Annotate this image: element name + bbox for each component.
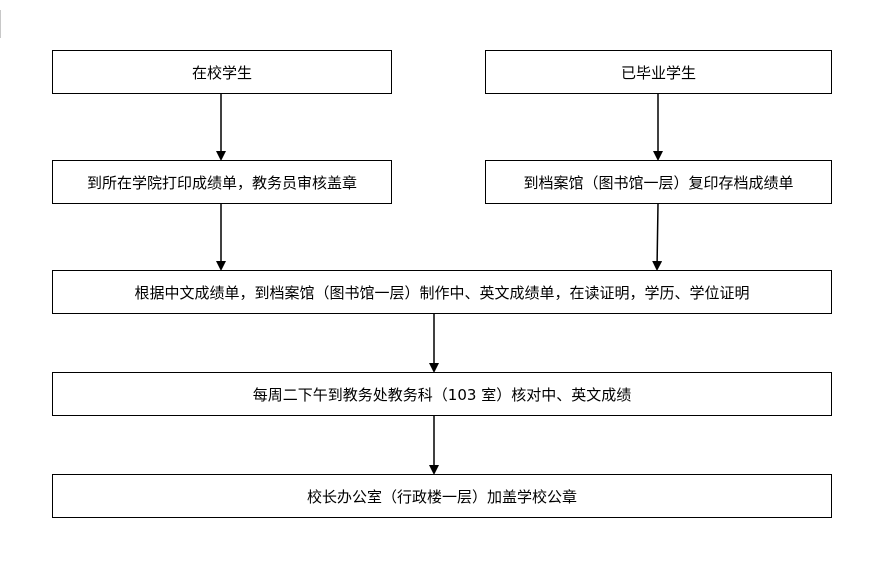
make-transcript-label: 根据中文成绩单，到档案馆（图书馆一层）制作中、英文成绩单，在读证明，学历、学位证… (134, 283, 750, 302)
print-transcript-box: 到所在学院打印成绩单，教务员审核盖章 (52, 160, 392, 204)
current-student-box: 在校学生 (52, 50, 392, 94)
print-transcript-label: 到所在学院打印成绩单，教务员审核盖章 (86, 173, 357, 192)
official-seal-box: 校长办公室（行政楼一层）加盖学校公章 (52, 474, 832, 518)
graduated-student-label: 已毕业学生 (620, 63, 696, 82)
current-student-label: 在校学生 (191, 63, 252, 82)
official-seal-label: 校长办公室（行政楼一层）加盖学校公章 (306, 487, 577, 506)
copy-archive-label: 到档案馆（图书馆一层）复印存档成绩单 (523, 173, 794, 192)
page-edge-marker (0, 10, 1, 38)
verify-grades-box: 每周二下午到教务处教务科（103 室）核对中、英文成绩 (52, 372, 832, 416)
make-transcript-box: 根据中文成绩单，到档案馆（图书馆一层）制作中、英文成绩单，在读证明，学历、学位证… (52, 270, 832, 314)
verify-grades-label: 每周二下午到教务处教务科（103 室）核对中、英文成绩 (252, 385, 632, 404)
graduated-student-box: 已毕业学生 (485, 50, 832, 94)
arrow-copy-to-make (652, 203, 663, 271)
